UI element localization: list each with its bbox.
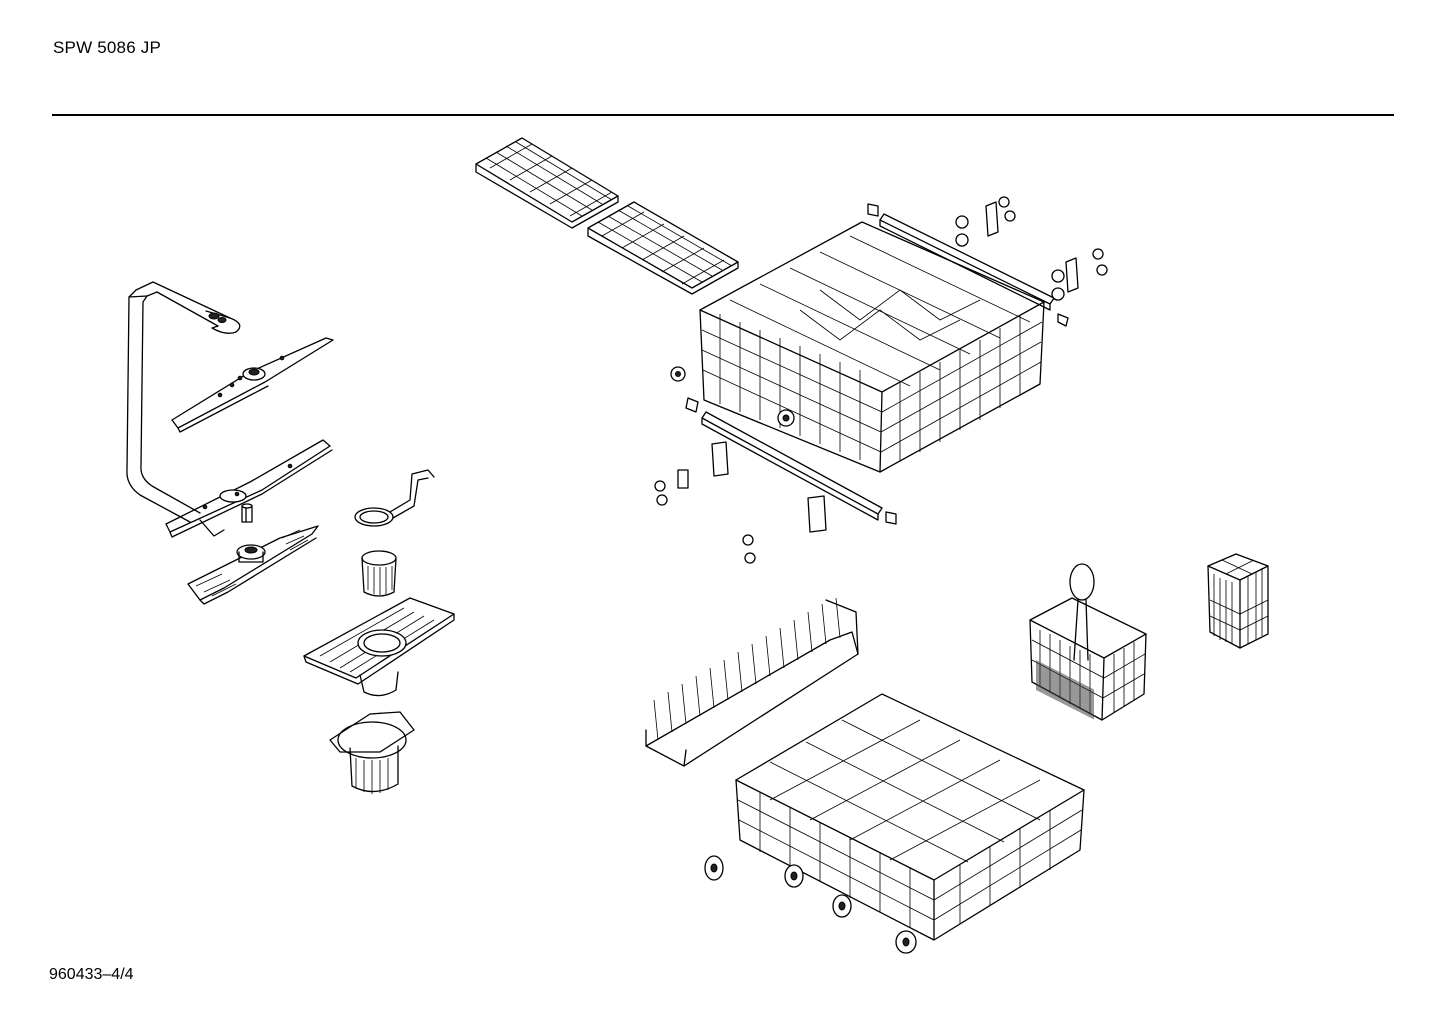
basket-rails: [701, 213, 1055, 521]
rail-rollers: [654, 196, 1108, 564]
filter-plate: [187, 525, 319, 605]
plate-rack: [645, 597, 859, 767]
fine-filter: [303, 597, 455, 697]
upper-spray-arm: [171, 337, 334, 433]
lower-basket-wheels: [704, 855, 917, 954]
lower-spray-arm: [165, 439, 333, 538]
upper-basket: [699, 221, 1045, 473]
model-title: SPW 5086 JP: [53, 38, 162, 57]
spray-arm-hub: [241, 503, 253, 523]
drawing-code: 960433–4/4: [49, 966, 134, 983]
filter-cylinder: [361, 550, 397, 597]
cutlery-basket: [1029, 563, 1147, 721]
micro-filter-cup: [329, 711, 415, 794]
clamp-ring: [354, 469, 435, 527]
folding-tine-racks: [475, 137, 739, 295]
rail-end-caps: [677, 203, 1069, 525]
upper-spray-arm-supply-pipe: [126, 281, 241, 523]
small-cutlery-insert: [1207, 553, 1269, 649]
header-divider: [52, 114, 1394, 116]
lower-basket: [735, 693, 1085, 941]
